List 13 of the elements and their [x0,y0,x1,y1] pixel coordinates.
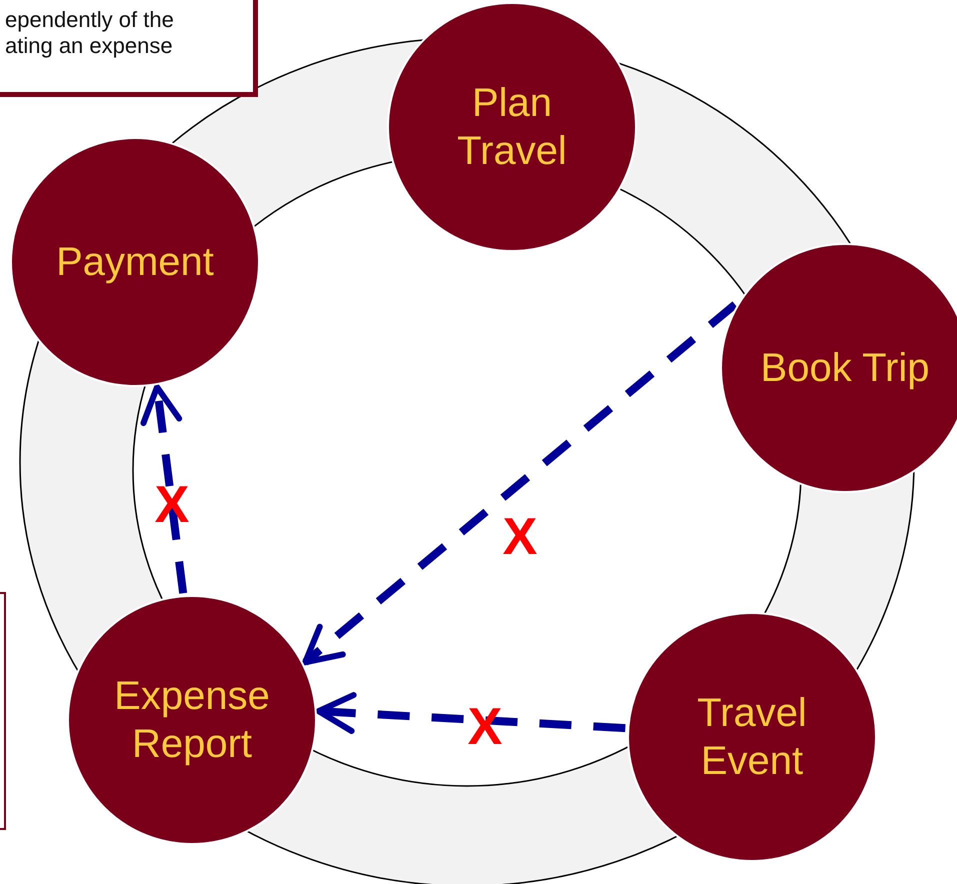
dashed-arrow [140,384,188,594]
node-text: Payment [56,239,214,286]
node-text: Plan Travel [456,80,568,175]
node-text: Book Trip [760,345,930,392]
node-text: Travel Event [696,690,808,785]
dashed-arrow [302,301,738,666]
edge-label: X [154,480,190,530]
node-text: ependently of the ating an expense [5,7,175,59]
node-text: Expense Report [113,673,271,768]
edge-label: X [466,702,504,752]
dashed-arrow [316,692,626,734]
callout-box [0,0,258,97]
edge-label: X [502,512,538,562]
